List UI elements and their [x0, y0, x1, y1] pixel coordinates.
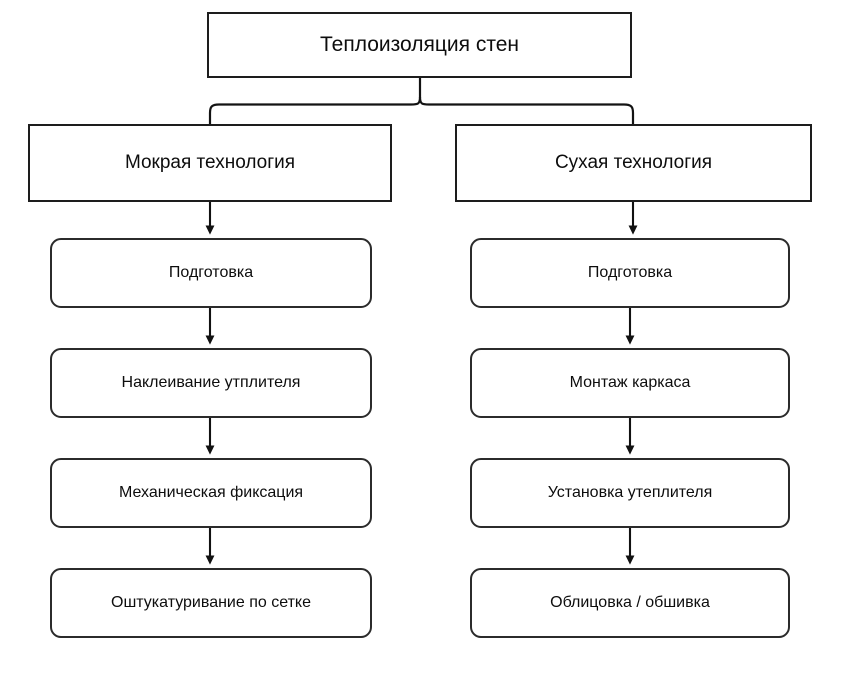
node-dry-step-4-label: Облицовка / обшивка [550, 593, 710, 611]
node-wet-step-2[interactable]: Наклеивание утплителя [50, 348, 372, 418]
node-dry-step-1[interactable]: Подготовка [470, 238, 790, 308]
node-wet-step-2-label: Наклеивание утплителя [121, 373, 301, 391]
node-wet-step-3-label: Механическая фиксация [118, 483, 304, 501]
node-branch-dry[interactable]: Сухая технология [455, 124, 812, 202]
node-dry-step-2-label: Монтаж каркаса [569, 373, 691, 391]
node-dry-step-1-label: Подготовка [587, 263, 673, 281]
node-branch-wet[interactable]: Мокрая технология [28, 124, 392, 202]
node-root[interactable]: Теплоизоляция стен [207, 12, 632, 78]
node-wet-step-4[interactable]: Оштукатуривание по сетке [50, 568, 372, 638]
root-split-connector [208, 78, 635, 124]
node-dry-step-3[interactable]: Установка утеплителя [470, 458, 790, 528]
node-dry-step-4[interactable]: Облицовка / обшивка [470, 568, 790, 638]
node-root-label: Теплоизоляция стен [320, 32, 519, 56]
node-wet-step-1-label: Подготовка [168, 263, 254, 281]
node-wet-step-3[interactable]: Механическая фиксация [50, 458, 372, 528]
node-branch-dry-label: Сухая технология [554, 152, 713, 174]
node-dry-step-2[interactable]: Монтаж каркаса [470, 348, 790, 418]
node-dry-step-3-label: Установка утеплителя [547, 483, 713, 501]
node-wet-step-1[interactable]: Подготовка [50, 238, 372, 308]
node-wet-step-4-label: Оштукатуривание по сетке [111, 593, 311, 611]
node-branch-wet-label: Мокрая технология [124, 152, 296, 174]
